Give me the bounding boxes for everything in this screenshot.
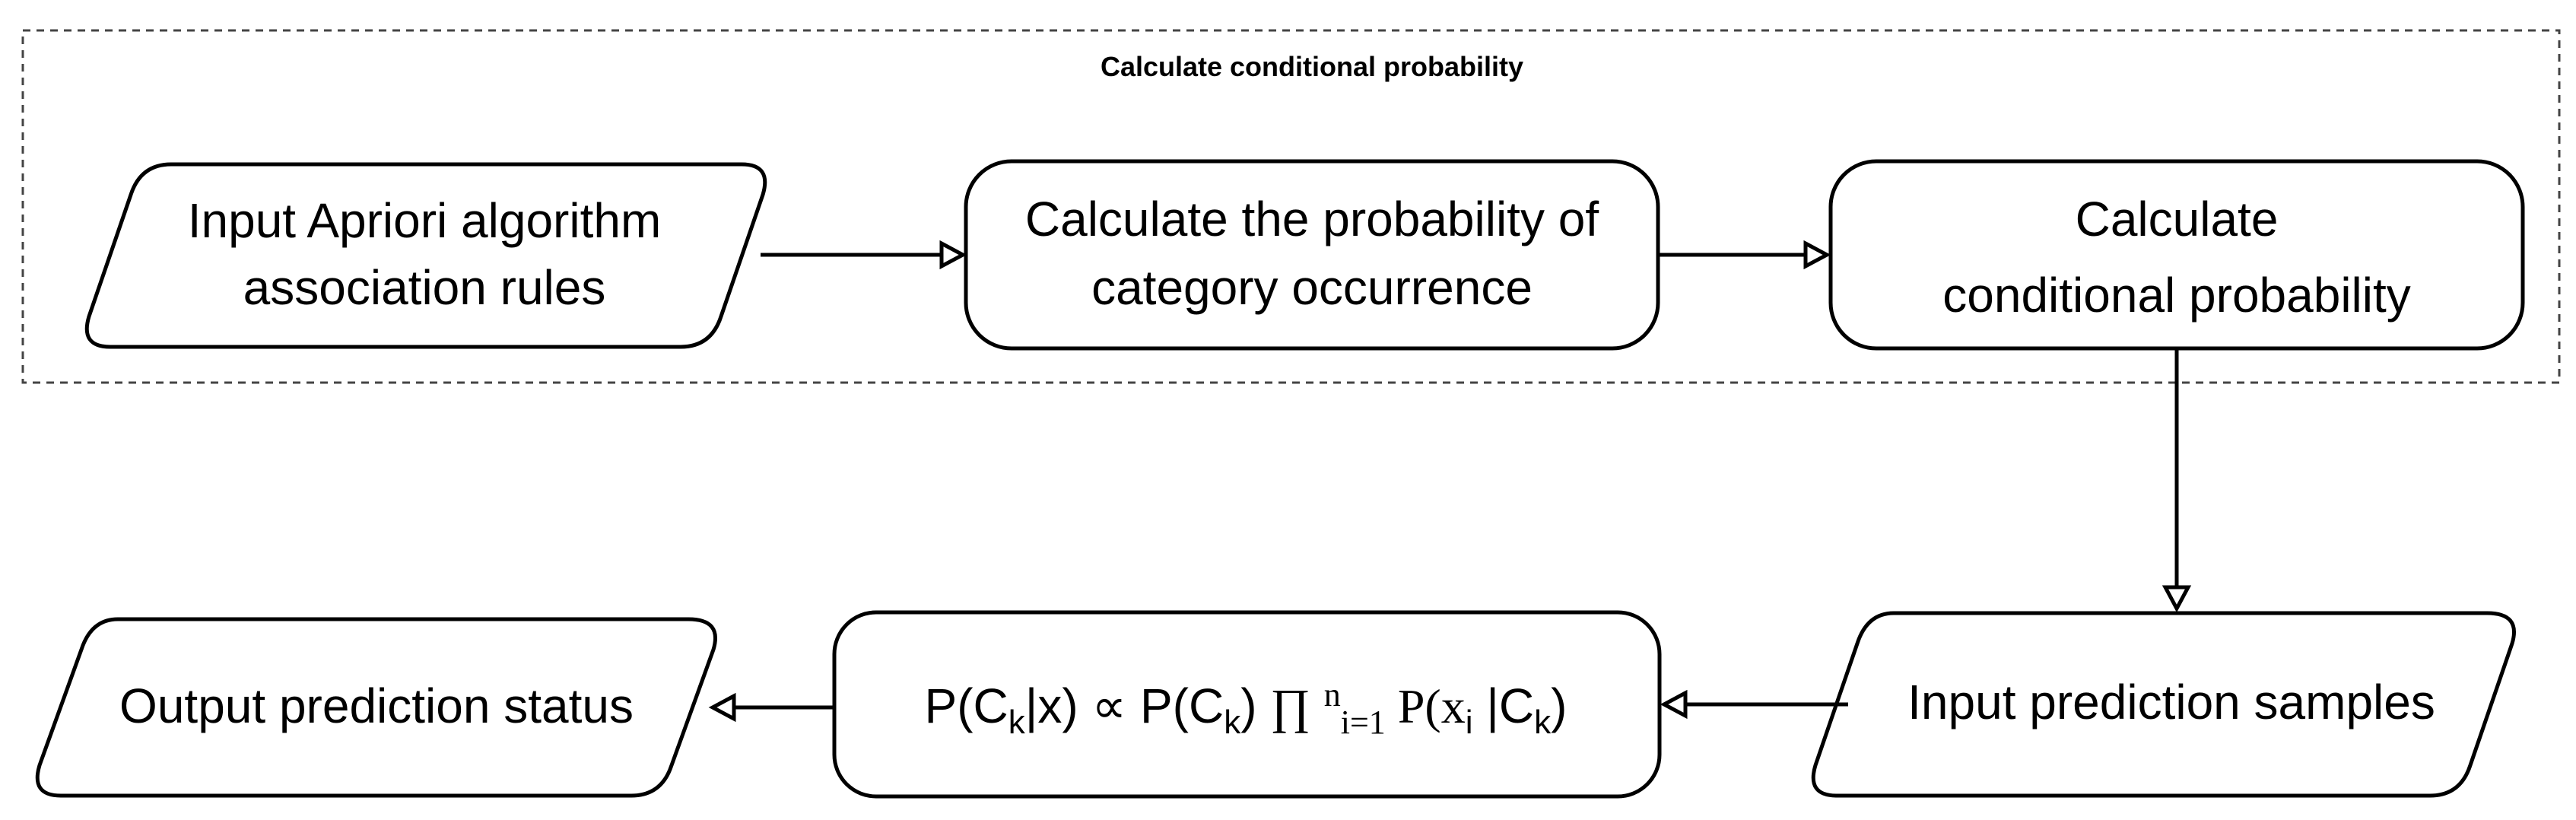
- node-input-samples-label: Input prediction samples: [1907, 675, 2435, 729]
- node-calc-conditional: Calculate conditional probability: [1828, 159, 2525, 351]
- node-calc-category-line1: Calculate the probability of: [1025, 192, 1599, 246]
- node-calc-category-line2: category occurrence: [1091, 260, 1533, 315]
- formula-text: P(Ck|x) ∝ P(Ck) ∏ ni=1 P(xi |Ck): [925, 676, 1568, 741]
- node-output-status-label: Output prediction status: [119, 679, 634, 733]
- edge-conditional-to-samples: [2161, 348, 2192, 613]
- frame-title: Calculate conditional probability: [1101, 51, 1523, 82]
- node-formula: P(Ck|x) ∝ P(Ck) ∏ ni=1 P(xi |Ck): [832, 610, 1662, 799]
- group-frame: [21, 29, 2561, 384]
- node-calc-conditional-line1: Calculate: [2076, 192, 2279, 246]
- node-input-samples: Input prediction samples: [1811, 611, 2517, 798]
- node-calc-conditional-line2: conditional probability: [1942, 268, 2411, 323]
- node-output-status: Output prediction status: [35, 617, 718, 798]
- edge-category-to-conditional: [1658, 240, 1831, 270]
- node-input-apriori-line1: Input Apriori algorithm: [188, 193, 662, 248]
- node-input-apriori: Input Apriori algorithm association rule…: [84, 162, 767, 349]
- node-calc-category: Calculate the probability of category oc…: [964, 159, 1660, 351]
- edge-apriori-to-category: [761, 240, 967, 270]
- edge-formula-to-output: [708, 692, 834, 723]
- edge-samples-to-formula: [1660, 689, 1848, 720]
- node-input-apriori-line2: association rules: [243, 260, 606, 315]
